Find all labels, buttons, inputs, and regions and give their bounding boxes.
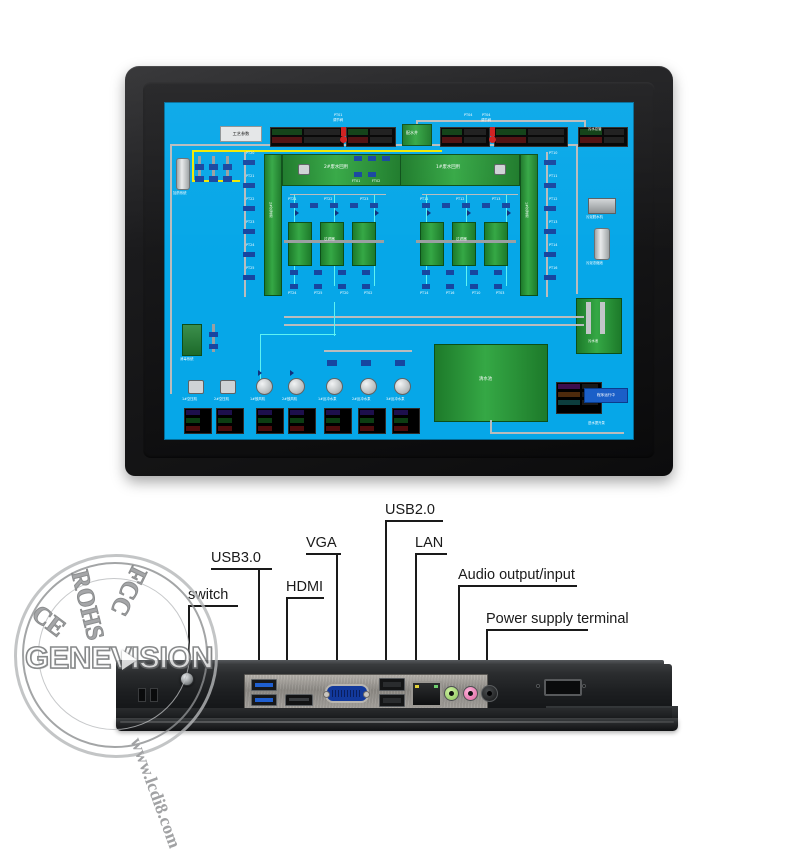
- panel-monitor: 工艺参数: [125, 66, 673, 476]
- callout-leader-audio: [458, 585, 460, 672]
- watermark-stamp: CE ROHS FCC GENEVISION www.lcdi8.com: [8, 548, 224, 851]
- display-screen[interactable]: 工艺参数: [164, 102, 634, 440]
- callout-label-power: Power supply terminal: [486, 611, 629, 627]
- callout-leader-power: [486, 629, 488, 672]
- bracket-slot: [544, 679, 582, 696]
- watermark-brand: GENEVISION: [24, 639, 214, 676]
- vga-port[interactable]: [323, 684, 370, 703]
- callout-label-audio: Audio output/input: [458, 567, 575, 583]
- lan-led-right: [434, 685, 438, 688]
- callout-underline-usb30: [211, 568, 272, 570]
- watermark-ring-outer: [14, 554, 218, 758]
- callout-underline-lan: [415, 553, 447, 555]
- callout-underline-switch: [188, 605, 238, 607]
- dc-power-jack[interactable]: [481, 685, 498, 702]
- io-port-plate: [244, 674, 498, 710]
- callout-leader-lan: [415, 553, 417, 672]
- callout-underline-power: [486, 629, 588, 631]
- callout-underline-hdmi: [286, 597, 324, 599]
- microphone-input-jack[interactable]: [463, 686, 478, 701]
- watermark-cert-rohs: ROHS: [65, 567, 109, 643]
- device-side-view: [116, 660, 678, 744]
- mounting-bracket: [536, 678, 586, 696]
- callout-label-vga: VGA: [306, 535, 337, 551]
- scada-diagram: 工艺参数: [164, 102, 634, 440]
- callout-label-usb20: USB2.0: [385, 502, 435, 518]
- callout-underline-audio: [458, 585, 577, 587]
- device-top-edge: [116, 660, 664, 666]
- hdmi-port[interactable]: [285, 694, 313, 706]
- audio-output-jack[interactable]: [444, 686, 459, 701]
- device-step: [116, 708, 672, 720]
- callout-label-hdmi: HDMI: [286, 579, 324, 595]
- callout-label-lan: LAN: [415, 535, 444, 551]
- product-photo: 工艺参数: [8, 66, 678, 851]
- lan-led-left: [415, 685, 419, 688]
- callout-underline-vga: [306, 553, 341, 555]
- callout-underline-usb20: [385, 520, 443, 522]
- watermark-cert-fcc: FCC: [104, 562, 152, 621]
- scada-button-process[interactable]: 工艺参数: [220, 126, 262, 142]
- scada-status-badge[interactable]: 程序运行中: [584, 388, 628, 403]
- usb30-port-bottom[interactable]: [251, 694, 277, 706]
- watermark-cert-ce: CE: [26, 600, 71, 643]
- usb30-port-top[interactable]: [251, 679, 277, 691]
- lan-port[interactable]: [411, 681, 442, 707]
- watermark-ring-inner: [38, 578, 190, 730]
- watermark-play-triangle: [122, 650, 137, 670]
- usb20-port-top[interactable]: [379, 678, 405, 691]
- callout-leader-usb30: [258, 568, 260, 672]
- callout-label-usb30: USB3.0: [211, 550, 261, 566]
- bracket-hole-right: [582, 684, 586, 688]
- callout-leader-usb20: [385, 520, 387, 672]
- watermark-ring-mid: [22, 562, 208, 748]
- callout-leader-hdmi: [286, 597, 288, 672]
- bracket-hole-left: [536, 684, 540, 688]
- device-base-rail: [116, 718, 678, 731]
- usb20-port-bottom[interactable]: [379, 694, 405, 707]
- callout-leader-vga: [336, 553, 338, 672]
